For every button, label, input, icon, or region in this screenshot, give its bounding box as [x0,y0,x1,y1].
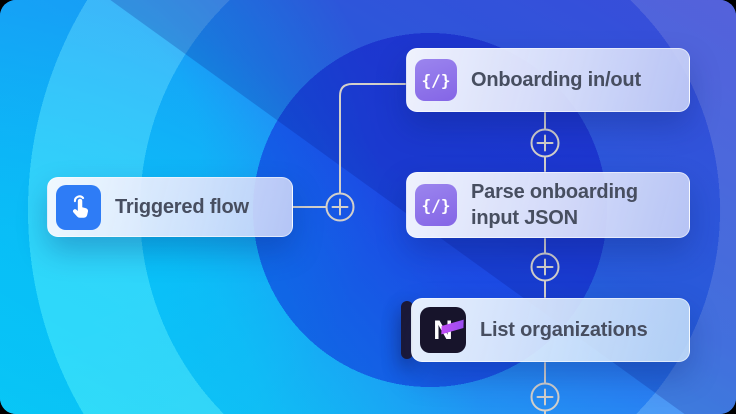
tap-icon [56,184,101,230]
node-accent-bar [401,301,413,359]
node-label: Triggered flow [115,196,249,218]
plus-icon [331,198,349,216]
code-icon: {/} [415,59,457,101]
code-glyph: {/} [421,195,451,215]
plus-icon [536,134,554,152]
node-parse-onboarding-input-json[interactable]: {/} Parse onboarding input JSON [406,172,690,238]
node-label: Parse onboarding input JSON [471,181,638,229]
node-triggered-flow[interactable]: Triggered flow [47,177,293,237]
node-onboarding-in-out[interactable]: {/} Onboarding in/out [406,48,690,112]
n-logo-icon: N [420,307,466,353]
add-step-button[interactable] [530,128,560,158]
add-step-button[interactable] [325,192,355,222]
plus-icon [536,258,554,276]
add-step-button[interactable] [530,252,560,282]
add-step-button[interactable] [530,382,560,412]
code-icon: {/} [415,184,457,226]
node-label: Onboarding in/out [471,69,641,91]
connector-line [339,83,406,194]
node-label: List organizations [480,319,648,341]
code-glyph: {/} [421,70,451,90]
plus-icon [536,388,554,406]
node-list-organizations[interactable]: N List organizations [411,298,690,362]
